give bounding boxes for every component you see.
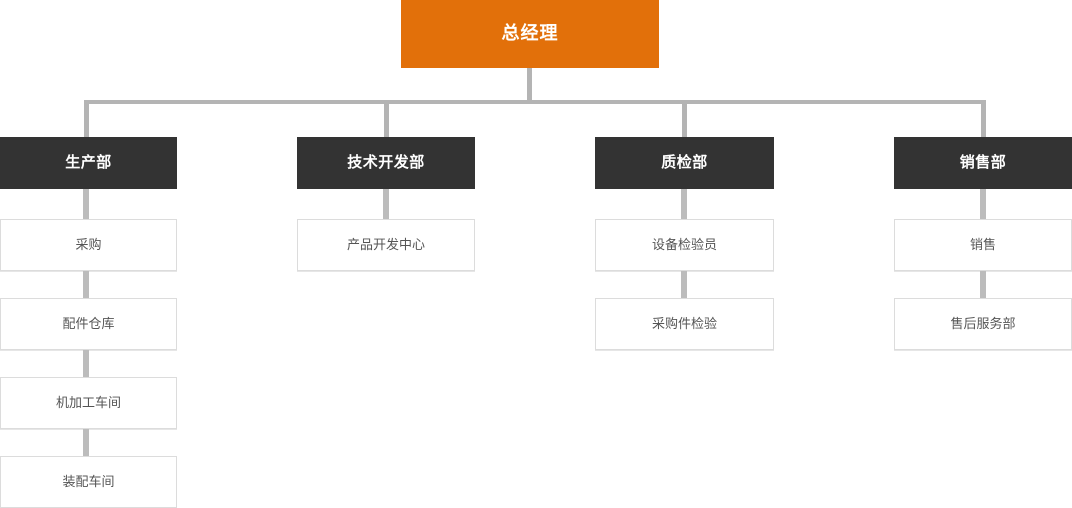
node-label: 生产部 — [65, 154, 112, 171]
connector-col1-seg-1 — [83, 271, 89, 299]
node-sub-col1-0[interactable]: 采购 — [0, 219, 177, 271]
node-label: 采购 — [75, 237, 102, 253]
node-label: 装配车间 — [62, 474, 115, 490]
connector-col3-seg-1 — [681, 271, 687, 299]
node-sub-col1-3[interactable]: 装配车间 — [0, 456, 177, 508]
node-sub-col3-0[interactable]: 设备检验员 — [595, 219, 774, 271]
connector-root-drop — [527, 68, 532, 103]
connector-col1-seg-0 — [83, 189, 89, 220]
node-sub-col4-0[interactable]: 销售 — [894, 219, 1072, 271]
connector-bus-drop-4 — [981, 100, 986, 138]
node-label: 质检部 — [661, 154, 708, 171]
node-department-production[interactable]: 生产部 — [0, 137, 177, 189]
node-department-sales[interactable]: 销售部 — [894, 137, 1072, 189]
node-general-manager[interactable]: 总经理 — [401, 0, 659, 68]
connector-bus-drop-1 — [84, 100, 89, 138]
connector-bus-drop-3 — [682, 100, 687, 138]
node-label: 总经理 — [501, 23, 559, 44]
node-label: 售后服务部 — [950, 316, 1016, 332]
node-sub-col3-1[interactable]: 采购件检验 — [595, 298, 774, 350]
connector-col2-seg-0 — [383, 189, 389, 220]
node-sub-col1-1[interactable]: 配件仓库 — [0, 298, 177, 350]
node-label: 机加工车间 — [55, 395, 121, 411]
connector-horizontal-bus — [86, 100, 984, 104]
connector-col3-seg-0 — [681, 189, 687, 220]
node-label: 销售部 — [959, 154, 1007, 171]
connector-bus-drop-2 — [384, 100, 389, 138]
node-label: 配件仓库 — [62, 316, 115, 332]
node-department-tech-development[interactable]: 技术开发部 — [297, 137, 475, 189]
connector-col4-seg-1 — [980, 271, 986, 299]
node-sub-col2-0[interactable]: 产品开发中心 — [297, 219, 475, 271]
node-label: 技术开发部 — [347, 154, 425, 171]
node-label: 销售 — [969, 237, 996, 253]
node-sub-col1-2[interactable]: 机加工车间 — [0, 377, 177, 429]
connector-col4-seg-0 — [980, 189, 986, 220]
node-sub-col4-1[interactable]: 售后服务部 — [894, 298, 1072, 350]
connector-col1-seg-2 — [83, 350, 89, 378]
node-label: 产品开发中心 — [346, 237, 425, 253]
connector-col1-seg-3 — [83, 429, 89, 457]
node-label: 采购件检验 — [651, 316, 717, 332]
node-department-quality-inspection[interactable]: 质检部 — [595, 137, 774, 189]
node-label: 设备检验员 — [651, 237, 717, 253]
